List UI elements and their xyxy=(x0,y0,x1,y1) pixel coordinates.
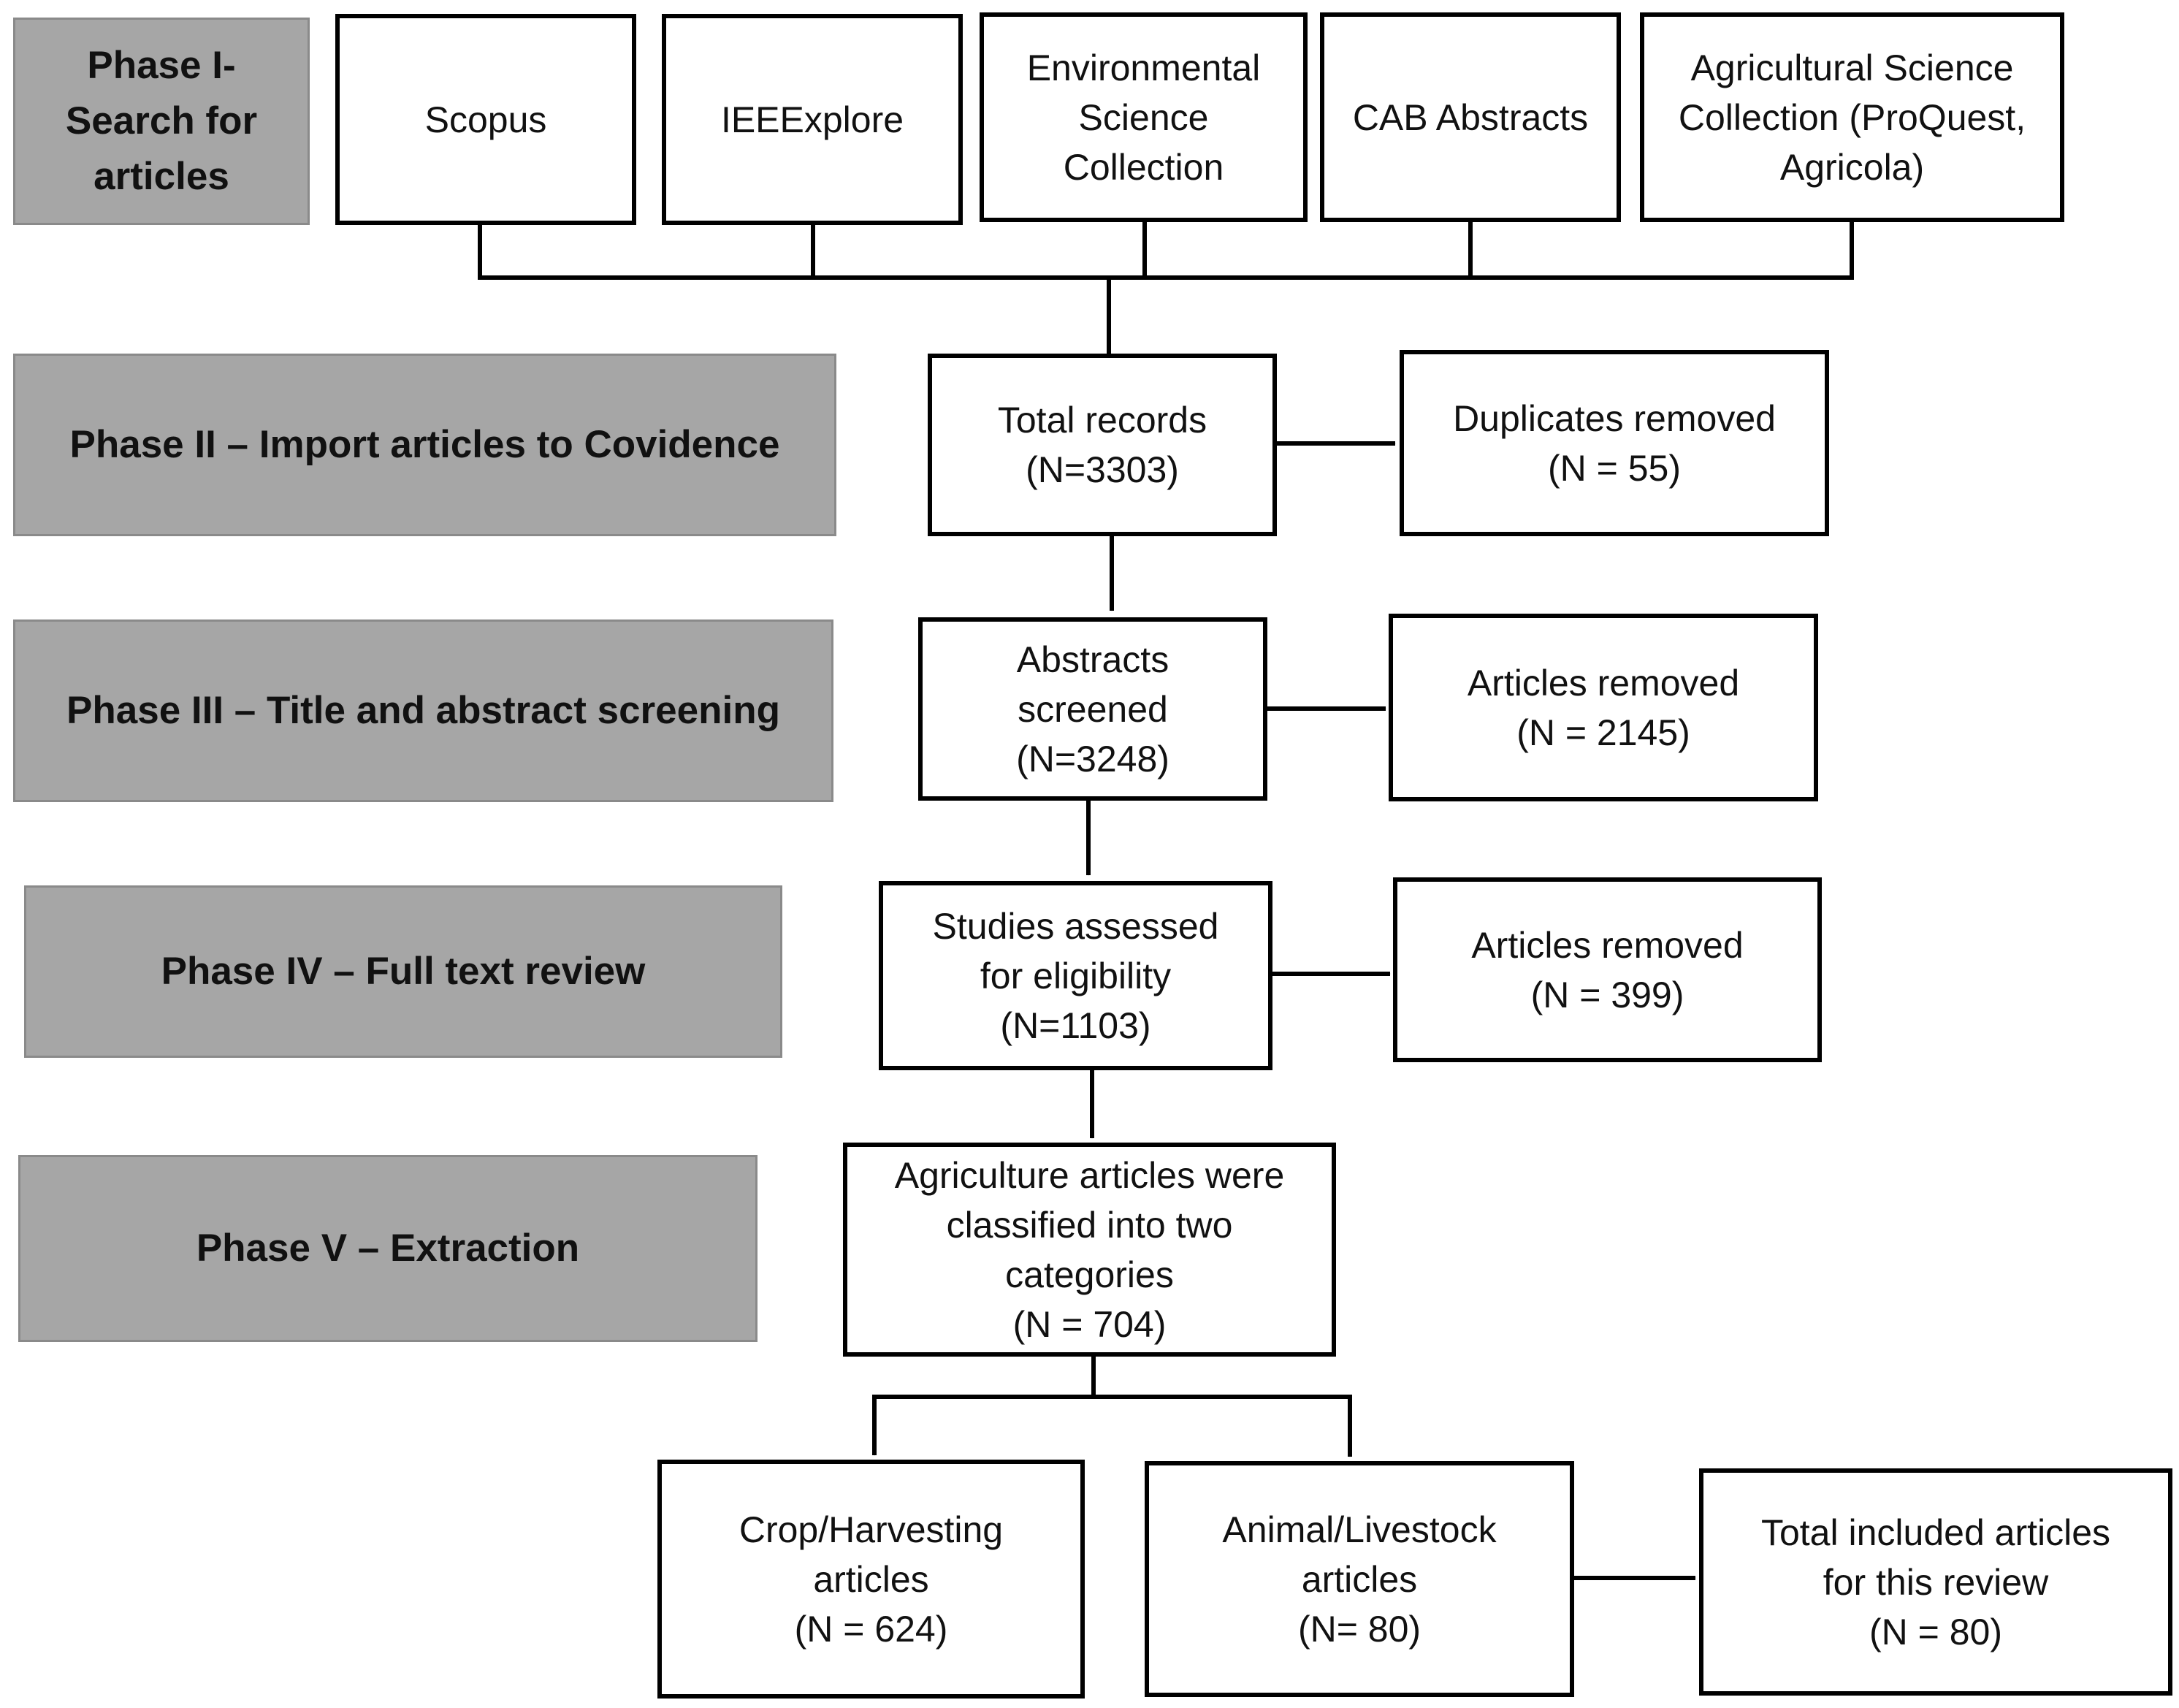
abstracts-screened-line-2: screened xyxy=(1018,688,1168,730)
articles-removed-2-count: (N = 399) xyxy=(1530,974,1684,1015)
duplicates-removed-box: Duplicates removed (N = 55) xyxy=(1400,350,1829,536)
abstracts-screened-box: Abstracts screened (N=3248) xyxy=(918,617,1267,801)
source-scopus-label: Scopus xyxy=(424,99,547,140)
total-included-box: Total included articles for this review … xyxy=(1699,1468,2172,1696)
animal-count: (N= 80) xyxy=(1297,1608,1421,1650)
phase-2-text: Phase II – Import articles to Covidence xyxy=(69,423,780,466)
source-agri-line-3: Agricola) xyxy=(1779,146,1925,188)
articles-removed-1-label: Articles removed xyxy=(1467,662,1740,704)
phase-5-label: Phase V – Extraction xyxy=(18,1155,758,1342)
total-included-line-2: for this review xyxy=(1823,1561,2049,1603)
phase-4-text: Phase IV – Full text review xyxy=(161,950,646,993)
phase-3-label: Phase III – Title and abstract screening xyxy=(13,619,833,802)
phase-1-line-2: Search for xyxy=(65,99,258,142)
duplicates-removed-label: Duplicates removed xyxy=(1453,397,1776,439)
agriculture-line-3: categories xyxy=(1005,1254,1174,1295)
animal-livestock-box: Animal/Livestock articles (N= 80) xyxy=(1145,1461,1574,1697)
crop-line-1: Crop/Harvesting xyxy=(739,1509,1004,1550)
animal-line-2: articles xyxy=(1301,1558,1418,1600)
phase-1-line-3: articles xyxy=(94,155,229,198)
phase-3-text: Phase III – Title and abstract screening xyxy=(66,689,780,732)
source-env-line-1: Environmental xyxy=(1026,47,1261,88)
crop-line-2: articles xyxy=(813,1558,929,1600)
phase-2-label: Phase II – Import articles to Covidence xyxy=(13,354,836,536)
total-included-count: (N = 80) xyxy=(1869,1611,2002,1652)
agriculture-line-1: Agriculture articles were xyxy=(894,1154,1285,1196)
agriculture-line-2: classified into two xyxy=(946,1204,1233,1246)
duplicates-removed-count: (N = 55) xyxy=(1547,447,1681,489)
source-scopus: Scopus xyxy=(335,14,636,225)
source-env-line-2: Science xyxy=(1078,96,1209,138)
source-environmental-science: Environmental Science Collection xyxy=(980,12,1308,222)
source-cab-label: CAB Abstracts xyxy=(1352,96,1589,138)
articles-removed-box-1: Articles removed (N = 2145) xyxy=(1389,614,1818,801)
eligibility-count: (N=1103) xyxy=(1000,1004,1151,1046)
agriculture-count: (N = 704) xyxy=(1012,1303,1167,1345)
eligibility-line-2: for eligibility xyxy=(980,955,1172,996)
animal-line-1: Animal/Livestock xyxy=(1222,1509,1497,1550)
total-records-box: Total records (N=3303) xyxy=(928,354,1277,536)
articles-removed-2-label: Articles removed xyxy=(1471,924,1744,966)
abstracts-screened-count: (N=3248) xyxy=(1016,738,1169,779)
articles-removed-box-2: Articles removed (N = 399) xyxy=(1393,877,1822,1062)
agriculture-classification-box: Agriculture articles were classified int… xyxy=(843,1143,1336,1357)
source-agri-line-2: Collection (ProQuest, xyxy=(1678,96,2026,138)
phase-5-text: Phase V – Extraction xyxy=(196,1227,580,1270)
source-cab-abstracts: CAB Abstracts xyxy=(1320,12,1621,222)
crop-harvesting-box: Crop/Harvesting articles (N = 624) xyxy=(657,1460,1085,1699)
crop-count: (N = 624) xyxy=(794,1608,948,1650)
phase-4-label: Phase IV – Full text review xyxy=(24,885,782,1058)
total-records-label: Total records xyxy=(997,400,1207,441)
source-agri-line-1: Agricultural Science xyxy=(1690,47,2014,88)
source-env-line-3: Collection xyxy=(1063,146,1224,188)
articles-removed-1-count: (N = 2145) xyxy=(1516,712,1690,753)
eligibility-line-1: Studies assessed xyxy=(932,905,1219,947)
abstracts-screened-line-1: Abstracts xyxy=(1016,638,1169,680)
source-ieeexplore: IEEExplore xyxy=(662,14,963,225)
phase-1-label: Phase I- Search for articles xyxy=(13,18,310,225)
eligibility-box: Studies assessed for eligibility (N=1103… xyxy=(879,881,1272,1070)
total-included-line-1: Total included articles xyxy=(1760,1511,2111,1553)
source-ieeexplore-label: IEEExplore xyxy=(720,99,904,140)
phase-1-line-1: Phase I- xyxy=(87,44,236,87)
total-records-count: (N=3303) xyxy=(1026,449,1179,490)
source-agricultural-science: Agricultural Science Collection (ProQues… xyxy=(1640,12,2064,222)
